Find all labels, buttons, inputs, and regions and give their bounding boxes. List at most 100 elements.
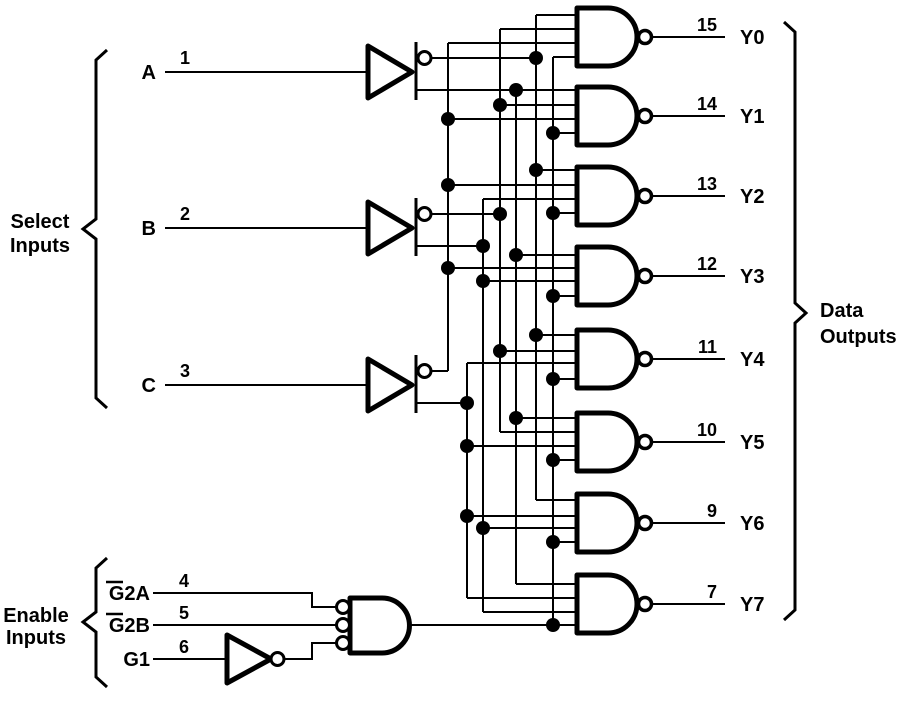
junction-dot: [546, 289, 560, 303]
output-bubble: [636, 267, 654, 285]
output-label-y1: Y1: [740, 106, 764, 128]
inverter-triangle: [224, 632, 274, 686]
nand-gate-y5: [574, 410, 654, 474]
gate-input-stubs: [448, 14, 577, 613]
gate-body: [574, 164, 640, 228]
gate-body: [574, 491, 640, 555]
junction-dot: [441, 261, 455, 275]
select-inputs-label-line1: Select: [11, 211, 70, 233]
enable-inputs-label-line1: Enable: [3, 605, 69, 627]
junction-dot: [493, 98, 507, 112]
pin-number-14: 14: [697, 94, 717, 114]
buffer-triangle: [365, 356, 415, 414]
junction-dot: [529, 163, 543, 177]
input-label-a: A: [142, 62, 156, 84]
junction-dot: [460, 509, 474, 523]
pin-number-2: 2: [180, 204, 190, 224]
junction-dot: [546, 126, 560, 140]
output-bubble: [636, 350, 654, 368]
enable-and-gate: [335, 595, 412, 656]
labels: Select Inputs Enable Inputs Data Outputs…: [3, 15, 896, 671]
junction-dot: [546, 372, 560, 386]
pin-number-4: 4: [179, 571, 189, 591]
buffer-triangle: [365, 199, 415, 257]
pin-number-3: 3: [180, 361, 190, 381]
select-inputs-brace: [80, 48, 109, 410]
junction-dot: [509, 83, 523, 97]
pin-number-12: 12: [697, 254, 717, 274]
gate-body: [347, 595, 412, 656]
input-bubble: [335, 599, 351, 615]
gate-body: [574, 5, 640, 69]
nand-gate-y3: [574, 244, 654, 308]
pin-number-15: 15: [697, 15, 717, 35]
inverter-bubble: [416, 50, 433, 66]
inverter-g1: [224, 632, 286, 686]
braces: [80, 20, 809, 689]
output-wires: [652, 36, 725, 605]
buffer-b: [365, 198, 433, 257]
nand-gate-y6: [574, 491, 654, 555]
inverter-bubble: [416, 363, 433, 379]
output-label-y3: Y3: [740, 266, 764, 288]
pin-number-5: 5: [179, 603, 189, 623]
gate-body: [574, 410, 640, 474]
junction-dot: [529, 51, 543, 65]
signal-rails: [447, 15, 554, 625]
junction-dot: [493, 207, 507, 221]
buffer-output-wires: [416, 57, 577, 404]
data-outputs-label-line1: Data: [820, 300, 864, 322]
junction-dot: [441, 178, 455, 192]
output-bubble: [636, 187, 654, 205]
inverter-bubble: [269, 651, 286, 667]
buffer-a: [365, 42, 433, 101]
output-bubble: [636, 107, 654, 125]
junction-dot: [546, 206, 560, 220]
output-bubble: [636, 595, 654, 613]
junction-dot: [460, 396, 474, 410]
junction-dot: [529, 328, 543, 342]
nand-gate-y2: [574, 164, 654, 228]
junction-dot: [546, 453, 560, 467]
input-buffers: [365, 42, 433, 414]
pin-number-11: 11: [698, 337, 717, 357]
nand-gate-y0: [574, 5, 654, 69]
nand-gates: [574, 5, 725, 636]
junction-dot: [546, 618, 560, 632]
junction-dot: [441, 112, 455, 126]
output-bubble: [636, 28, 654, 46]
output-label-y4: Y4: [740, 349, 765, 371]
junction-dot: [509, 248, 523, 262]
pin-number-13: 13: [697, 174, 717, 194]
gate-body: [574, 327, 640, 391]
data-outputs-brace: [782, 20, 809, 622]
junction-dot: [460, 439, 474, 453]
input-label-g2b: G2B: [109, 615, 150, 637]
enable-inputs-brace: [80, 556, 109, 689]
nand-gate-y7: [574, 572, 654, 636]
output-bubble: [636, 433, 654, 451]
input-label-c: C: [142, 375, 156, 397]
junction-dot: [476, 521, 490, 535]
junction-dots: [441, 51, 560, 632]
inverter-bubble: [416, 206, 433, 222]
buffer-triangle: [365, 43, 415, 101]
output-label-y5: Y5: [740, 432, 764, 454]
pin-number-6: 6: [179, 637, 189, 657]
pin-number-10: 10: [697, 420, 717, 440]
junction-dot: [546, 535, 560, 549]
wire-grid: [153, 14, 577, 660]
enable-gate-section: [224, 595, 412, 686]
gate-body: [574, 84, 640, 148]
input-label-b: B: [142, 218, 156, 240]
enable-inputs-label-line2: Inputs: [6, 627, 66, 649]
junction-dot: [476, 239, 490, 253]
pin-number-9: 9: [707, 501, 717, 521]
input-bubble: [335, 617, 351, 633]
junction-dot: [509, 411, 523, 425]
select-input-wires: [165, 71, 368, 386]
output-label-y6: Y6: [740, 513, 764, 535]
output-label-y2: Y2: [740, 186, 764, 208]
buffer-c: [365, 355, 433, 414]
